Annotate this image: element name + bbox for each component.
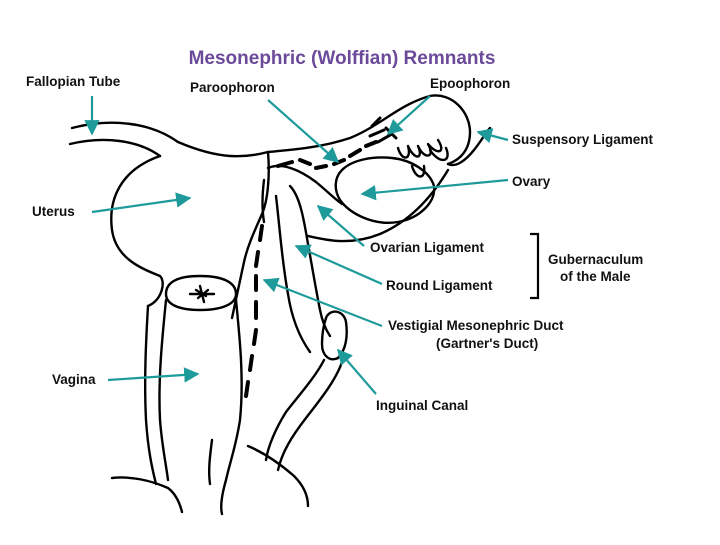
label-vestigial-duct-line1: Vestigial Mesonephric Duct — [388, 318, 564, 333]
gubernaculum-bracket — [530, 232, 540, 300]
arrow-paroophoron — [267, 99, 340, 164]
label-suspensory-ligament: Suspensory Ligament — [512, 132, 654, 147]
label-inguinal-canal: Inguinal Canal — [376, 398, 468, 413]
arrow-vestigial-duct — [262, 277, 383, 328]
arrow-vagina — [107, 367, 200, 383]
label-vagina: Vagina — [52, 372, 96, 387]
pointer-arrows — [84, 95, 509, 395]
label-uterus: Uterus — [32, 204, 75, 219]
diagram-title: Mesonephric (Wolffian) Remnants — [189, 48, 496, 69]
arrow-ovary — [360, 178, 509, 201]
label-ovarian-ligament: Ovarian Ligament — [370, 240, 485, 255]
arrow-inguinal-canal — [336, 348, 377, 395]
arrow-suspensory-ligament — [476, 128, 509, 144]
label-ovary: Ovary — [512, 174, 551, 189]
label-epoophoron: Epoophoron — [430, 76, 510, 91]
anatomy-outline — [68, 94, 492, 516]
arrow-ovarian-ligament — [316, 204, 365, 247]
label-gubernaculum-line1: Gubernaculum — [548, 252, 643, 267]
arrow-epoophoron — [386, 95, 431, 136]
arrow-uterus — [91, 192, 192, 214]
label-round-ligament: Round Ligament — [386, 278, 493, 293]
arrow-round-ligament — [294, 244, 383, 286]
label-vestigial-duct-line2: (Gartner's Duct) — [436, 336, 538, 351]
label-gubernaculum-line2: of the Male — [560, 269, 631, 284]
label-fallopian-tube: Fallopian Tube — [26, 74, 121, 89]
label-paroophoron: Paroophoron — [190, 80, 275, 95]
